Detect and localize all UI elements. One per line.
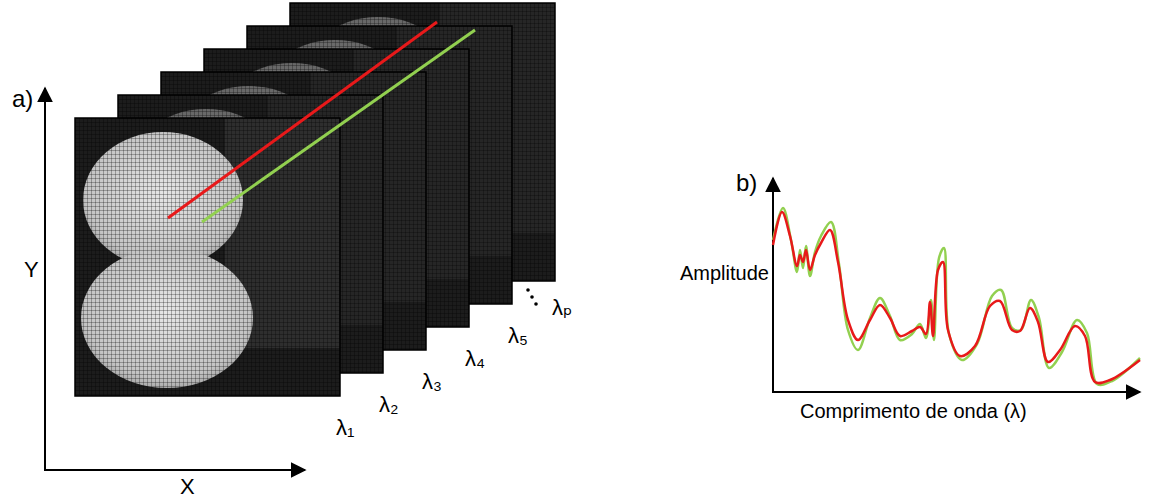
ellipsis-dots	[526, 288, 538, 306]
dot	[534, 302, 538, 306]
axis-title: Amplitude	[680, 262, 769, 284]
band-label: λ₅	[508, 324, 528, 348]
axis-title: Comprimento de onda (λ)	[800, 400, 1027, 422]
spectrum-curve	[773, 208, 1140, 385]
spectra	[773, 208, 1140, 385]
amplitude-axis	[772, 178, 774, 392]
spectrum-curve	[773, 212, 1140, 383]
panel-letter: a)	[12, 86, 33, 112]
dot	[526, 288, 530, 292]
band-label: λ₃	[422, 370, 442, 394]
image-border	[75, 118, 340, 396]
axis-name: X	[180, 475, 195, 499]
x-axis	[44, 469, 305, 471]
y-axis	[44, 88, 46, 470]
pixel-grid	[75, 118, 340, 396]
band-label: λ₄	[465, 347, 485, 371]
axis-name: Y	[24, 258, 39, 282]
pixel-line	[168, 22, 437, 218]
spectrum-axes	[772, 178, 1140, 392]
dot	[530, 295, 534, 299]
panel-letter: b)	[736, 170, 757, 196]
band-image	[75, 118, 340, 396]
pixel-line	[202, 30, 475, 222]
band-label: λ₁	[336, 416, 354, 440]
band-label: λ₂	[379, 393, 399, 417]
image-stack	[75, 3, 555, 396]
wavelength-axis	[772, 391, 1140, 393]
band-label: λₚ	[552, 296, 572, 320]
cube-axes	[44, 88, 305, 470]
image-ground	[75, 118, 340, 396]
